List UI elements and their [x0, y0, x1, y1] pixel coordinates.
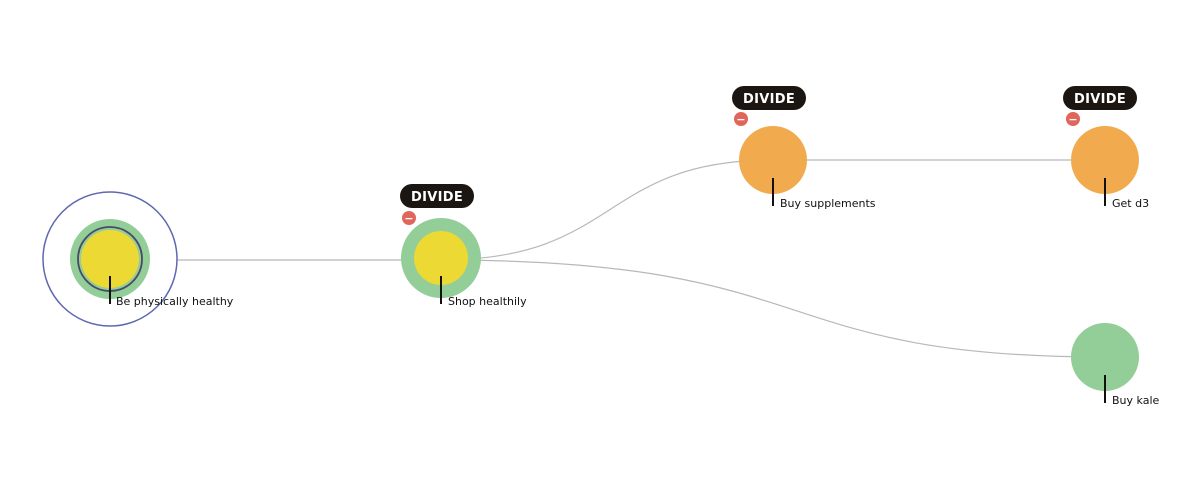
- divide-button[interactable]: DIVIDE: [400, 184, 474, 208]
- collapse-button[interactable]: −: [1066, 112, 1080, 126]
- divide-button-label: DIVIDE: [1074, 92, 1126, 107]
- minus-icon: [734, 112, 748, 126]
- divide-button[interactable]: DIVIDE: [1063, 86, 1137, 110]
- edge-shop-to-supplements: [440, 159, 774, 261]
- node-circle: [1071, 323, 1139, 391]
- divide-button-label: DIVIDE: [743, 92, 795, 107]
- collapse-button[interactable]: −: [402, 211, 416, 225]
- node-circle: [739, 126, 807, 194]
- node-label: Get d3: [1112, 197, 1149, 210]
- node-root[interactable]: Be physically healthy: [42, 191, 234, 327]
- node-get-d3[interactable]: Get d3 DIVIDE −: [1063, 86, 1149, 210]
- edge-shop-to-kale: [440, 259, 1106, 358]
- node-core: [414, 231, 468, 285]
- node-label: Be physically healthy: [116, 295, 234, 308]
- node-label: Buy supplements: [780, 197, 876, 210]
- node-buy-supplements[interactable]: Buy supplements DIVIDE −: [732, 86, 876, 210]
- divide-button[interactable]: DIVIDE: [732, 86, 806, 110]
- collapse-button[interactable]: −: [734, 112, 748, 126]
- collapse-button-label: −: [736, 113, 745, 126]
- collapse-button-label: −: [1068, 113, 1077, 126]
- minus-icon: [1066, 112, 1080, 126]
- node-circle: [1071, 126, 1139, 194]
- edges: [110, 159, 1106, 358]
- divide-button-label: DIVIDE: [411, 190, 463, 205]
- node-core: [81, 230, 139, 288]
- collapse-button-label: −: [404, 212, 413, 225]
- node-buy-kale[interactable]: Buy kale: [1071, 323, 1159, 407]
- minus-icon: [402, 211, 416, 225]
- node-shop-healthily[interactable]: Shop healthily DIVIDE −: [400, 184, 527, 308]
- node-label: Shop healthily: [448, 295, 527, 308]
- node-label: Buy kale: [1112, 394, 1159, 407]
